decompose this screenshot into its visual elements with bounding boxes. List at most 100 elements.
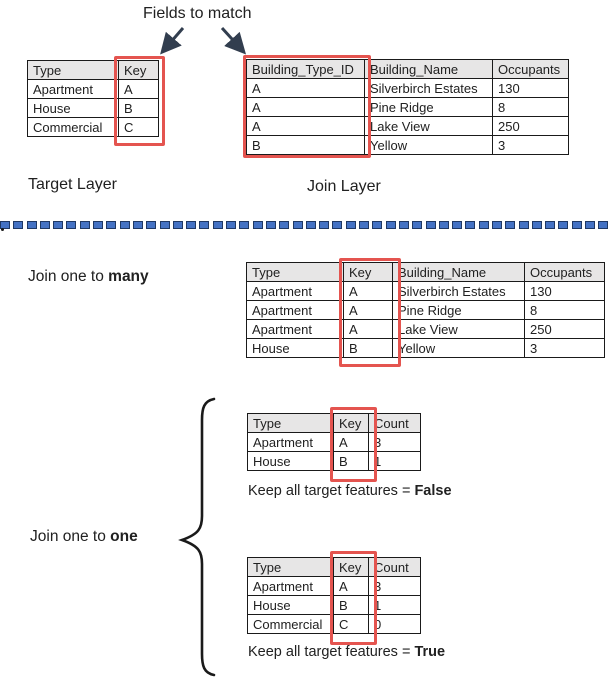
table-row: Apartment A Silverbirch Estates 130 <box>246 281 605 301</box>
join-one-to-many-label: Join one to many <box>28 268 149 286</box>
curly-brace-icon <box>178 397 216 677</box>
divider-dash <box>0 221 10 229</box>
header-cell: Type <box>247 557 334 577</box>
cell: B <box>118 98 159 118</box>
cell: 3 <box>368 576 421 596</box>
header-cell: Key <box>333 413 369 433</box>
header-cell: Key <box>333 557 369 577</box>
table-header-row: Type Key Count <box>247 557 421 577</box>
cell: 3 <box>368 432 421 452</box>
divider-dash <box>465 221 476 229</box>
table-header-row: Type Key <box>27 60 159 80</box>
cell: Yellow <box>364 135 493 155</box>
one-to-many-result-table: Type Key Building_Name Occupants Apartme… <box>246 262 605 358</box>
divider-dash <box>412 221 423 229</box>
divider-dash <box>332 221 343 229</box>
arrow-left-icon <box>160 27 185 55</box>
cell: B <box>343 338 393 358</box>
arrow-right-icon <box>220 26 247 55</box>
header-cell: Building_Type_ID <box>246 59 365 79</box>
target-layer-label: Target Layer <box>28 176 117 193</box>
cell: 0 <box>368 614 421 634</box>
table-header-row: Building_Type_ID Building_Name Occupants <box>246 59 569 79</box>
header-cell: Key <box>118 60 159 80</box>
divider-dash <box>106 221 117 229</box>
divider-dash <box>39 221 50 229</box>
table-row: Apartment A 3 <box>247 576 421 596</box>
cell: Apartment <box>247 432 334 452</box>
target-layer-table: Type Key Apartment A House B Commercial … <box>27 60 159 137</box>
cell: 3 <box>524 338 605 358</box>
cell: B <box>246 135 365 155</box>
cell: Apartment <box>27 79 119 99</box>
cell: A <box>246 78 365 98</box>
cell: Yellow <box>392 338 525 358</box>
divider-dash <box>359 221 370 229</box>
divider-dash <box>186 221 197 229</box>
cell: A <box>246 97 365 117</box>
join-layer-label: Join Layer <box>307 178 381 195</box>
cell: A <box>118 79 159 99</box>
cell: House <box>247 595 334 615</box>
cell: Pine Ridge <box>364 97 493 117</box>
cell: 130 <box>492 78 569 98</box>
table-row: A Silverbirch Estates 130 <box>246 78 569 98</box>
one-to-one-true-table: Type Key Count Apartment A 3 House B 1 C… <box>247 557 421 634</box>
table-row: House B 1 <box>247 451 421 471</box>
divider-dash <box>319 221 330 229</box>
label-text: Join one to <box>30 528 111 545</box>
one-to-one-false-table: Type Key Count Apartment A 3 House B 1 <box>247 413 421 471</box>
cell: B <box>333 451 369 471</box>
cell: Lake View <box>392 319 525 339</box>
label-text: Join one to <box>28 268 109 285</box>
table-row: House B <box>27 98 159 118</box>
divider-dash <box>252 221 263 229</box>
table-row: Apartment A Lake View 250 <box>246 319 605 339</box>
keep-true-caption: Keep all target features = True <box>248 644 445 660</box>
caption-bold-text: False <box>414 483 452 499</box>
cell: 8 <box>492 97 569 117</box>
divider-dash <box>172 221 183 229</box>
cell: 130 <box>524 281 605 301</box>
cell: A <box>343 319 393 339</box>
cell: A <box>333 432 369 452</box>
cell: Pine Ridge <box>392 300 525 320</box>
table-row: Commercial C <box>27 117 159 137</box>
cell: A <box>343 281 393 301</box>
divider-dash <box>239 221 250 229</box>
divider-dash <box>345 221 356 229</box>
table-row: House B Yellow 3 <box>246 338 605 358</box>
table-row: Apartment A 3 <box>247 432 421 452</box>
divider-dash <box>146 221 157 229</box>
table-row: A Lake View 250 <box>246 116 569 136</box>
divider-dash <box>531 221 542 229</box>
table-row: A Pine Ridge 8 <box>246 97 569 117</box>
cell: House <box>27 98 119 118</box>
divider-dash <box>279 221 290 229</box>
cell: 8 <box>524 300 605 320</box>
cell: A <box>333 576 369 596</box>
divider-dash <box>505 221 516 229</box>
header-cell: Building_Name <box>392 262 525 282</box>
cell: B <box>333 595 369 615</box>
cell: Silverbirch Estates <box>392 281 525 301</box>
cell: House <box>247 451 334 471</box>
divider-dash <box>226 221 237 229</box>
divider-dash <box>585 221 596 229</box>
cell: 1 <box>368 595 421 615</box>
divider-dash <box>438 221 449 229</box>
divider-dash <box>66 221 77 229</box>
join-one-to-one-label: Join one to one <box>30 528 138 546</box>
divider-dash <box>292 221 303 229</box>
header-cell: Key <box>343 262 393 282</box>
divider-dash <box>79 221 90 229</box>
fields-to-match-arrows <box>160 26 247 55</box>
divider-dash <box>545 221 556 229</box>
stray-mark <box>1 228 4 231</box>
divider-dash <box>452 221 463 229</box>
header-cell: Count <box>368 557 421 577</box>
table-row: Commercial C 0 <box>247 614 421 634</box>
cell: Commercial <box>247 614 334 634</box>
cell: Apartment <box>247 576 334 596</box>
table-row: Apartment A <box>27 79 159 99</box>
